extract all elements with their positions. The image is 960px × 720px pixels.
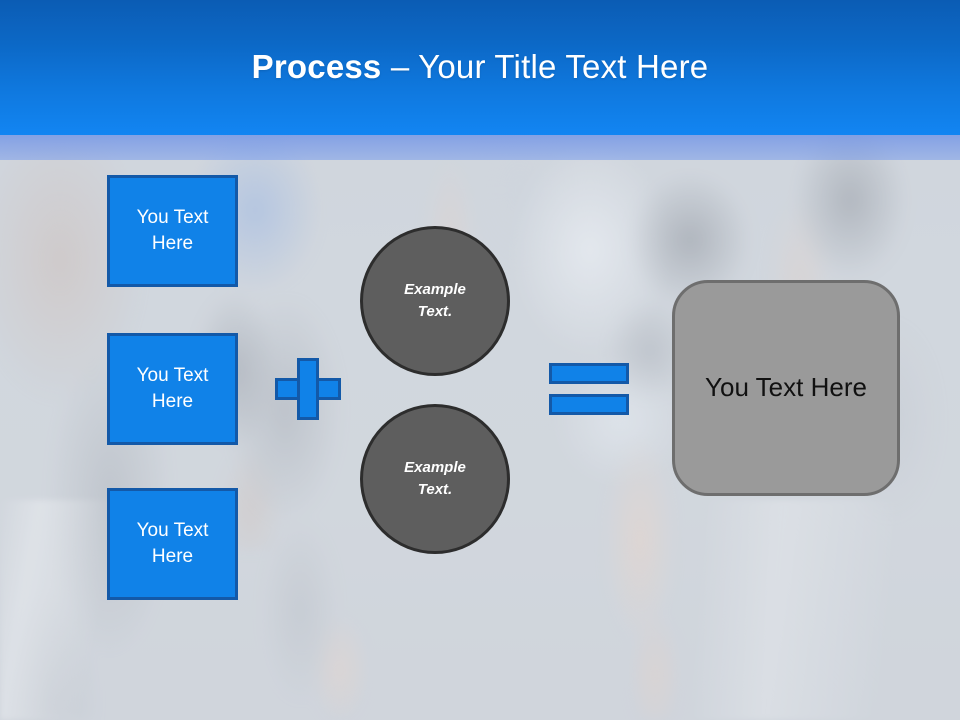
example-circle-2[interactable]: Example Text. (360, 404, 510, 554)
equals-icon (549, 363, 629, 415)
input-box-2-label: You Text Here (136, 365, 209, 412)
example-circle-1[interactable]: Example Text. (360, 226, 510, 376)
equals-icon-bottom-bar (549, 394, 629, 415)
page-title: Process – Your Title Text Here (252, 49, 709, 85)
plus-icon-center-fill (300, 381, 316, 397)
plus-icon (275, 358, 341, 420)
example-circle-1-label: Example Text. (404, 280, 466, 321)
input-box-1[interactable]: You Text Here (107, 175, 238, 287)
input-box-3-label: You Text Here (136, 520, 209, 567)
input-box-1-label: You Text Here (136, 207, 209, 254)
page-title-strong: Process (251, 48, 382, 86)
result-box-label: You Text Here (705, 372, 867, 403)
page-title-light: – Your Title Text Here (381, 48, 709, 86)
input-box-3[interactable]: You Text Here (107, 488, 238, 600)
example-circle-2-label: Example Text. (404, 458, 466, 499)
result-box[interactable]: You Text Here (672, 280, 900, 496)
equals-icon-top-bar (549, 363, 629, 384)
header-accent-band (0, 135, 960, 160)
slide-header: Process – Your Title Text Here (0, 0, 960, 135)
input-box-2[interactable]: You Text Here (107, 333, 238, 445)
